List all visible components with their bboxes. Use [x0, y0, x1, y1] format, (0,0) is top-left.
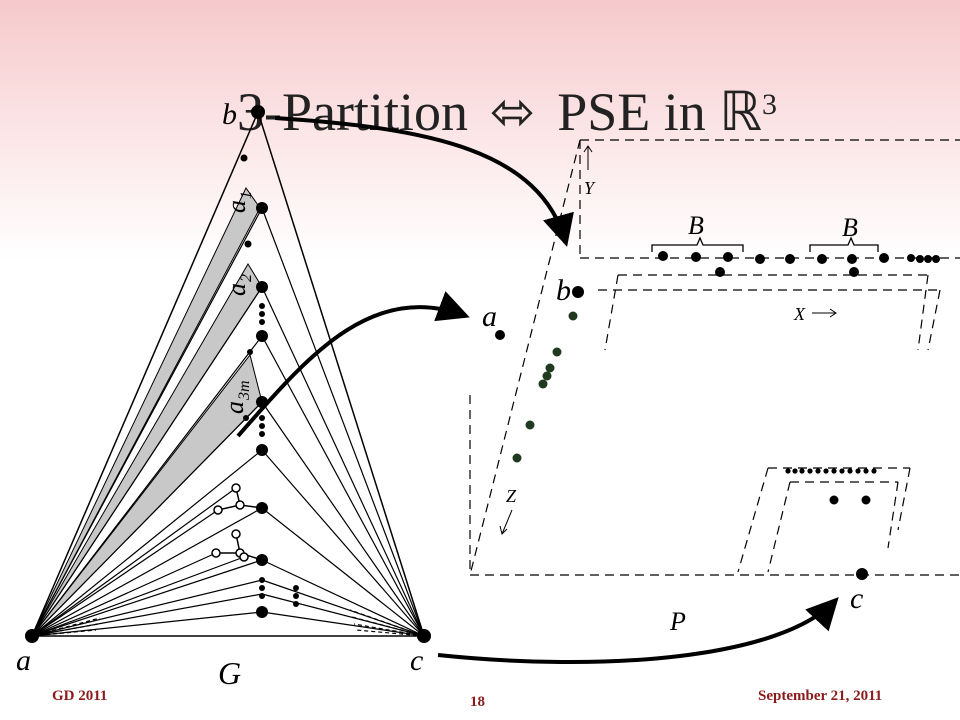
mapping-arrows	[236, 116, 839, 665]
label-a2: a 2	[222, 274, 255, 296]
embedding-3d	[469, 139, 960, 576]
svg-text:1: 1	[238, 191, 255, 199]
shaded-triangle-a1	[31, 187, 261, 637]
svg-text:a: a	[222, 200, 251, 213]
label-b-brace-1: B	[688, 211, 704, 240]
title-superscript: 3	[762, 88, 778, 121]
title-left: 3-Partition	[236, 82, 468, 142]
label-a-g: a	[16, 644, 31, 677]
svg-text:3m: 3m	[236, 380, 253, 401]
label-b-brace-2: B	[842, 213, 858, 242]
footer-date: September 21, 2011	[758, 688, 883, 704]
svg-text:a: a	[220, 401, 249, 414]
footer-conference: GD 2011	[52, 688, 108, 704]
label-a1: a 1	[222, 191, 255, 213]
label-b-g: b	[222, 98, 237, 131]
slide-title: 3-Partition ⬄ PSE in ℝ3	[0, 18, 960, 205]
shaded-triangle-a2	[31, 263, 263, 637]
vertex-a-g	[25, 629, 39, 643]
svg-text:a: a	[222, 283, 251, 296]
equivalence-icon: ⬄	[489, 82, 536, 142]
label-g: G	[218, 655, 241, 691]
title-right: PSE in ℝ	[557, 82, 763, 142]
label-a3m: a 3m	[220, 380, 253, 414]
svg-text:2: 2	[238, 274, 255, 282]
label-p: P	[669, 607, 686, 636]
label-x-axis: X	[793, 304, 806, 324]
footer-page-number: 18	[470, 694, 485, 710]
vertex-b-embed	[572, 286, 584, 298]
label-b-embed: b	[556, 274, 571, 307]
label-z-axis: Z	[506, 486, 517, 506]
vertex-c-embed	[856, 568, 868, 580]
vertex-b-g	[251, 105, 265, 119]
vertex-c-g	[417, 629, 431, 643]
graph-g: b a c G a 1 a 2 a 3m	[16, 98, 431, 691]
label-a-embed: a	[482, 300, 497, 333]
label-y-axis: Y	[584, 178, 596, 198]
label-c-embed: c	[850, 582, 863, 615]
label-c-g: c	[410, 644, 423, 677]
vertex-a-embed	[495, 330, 505, 340]
